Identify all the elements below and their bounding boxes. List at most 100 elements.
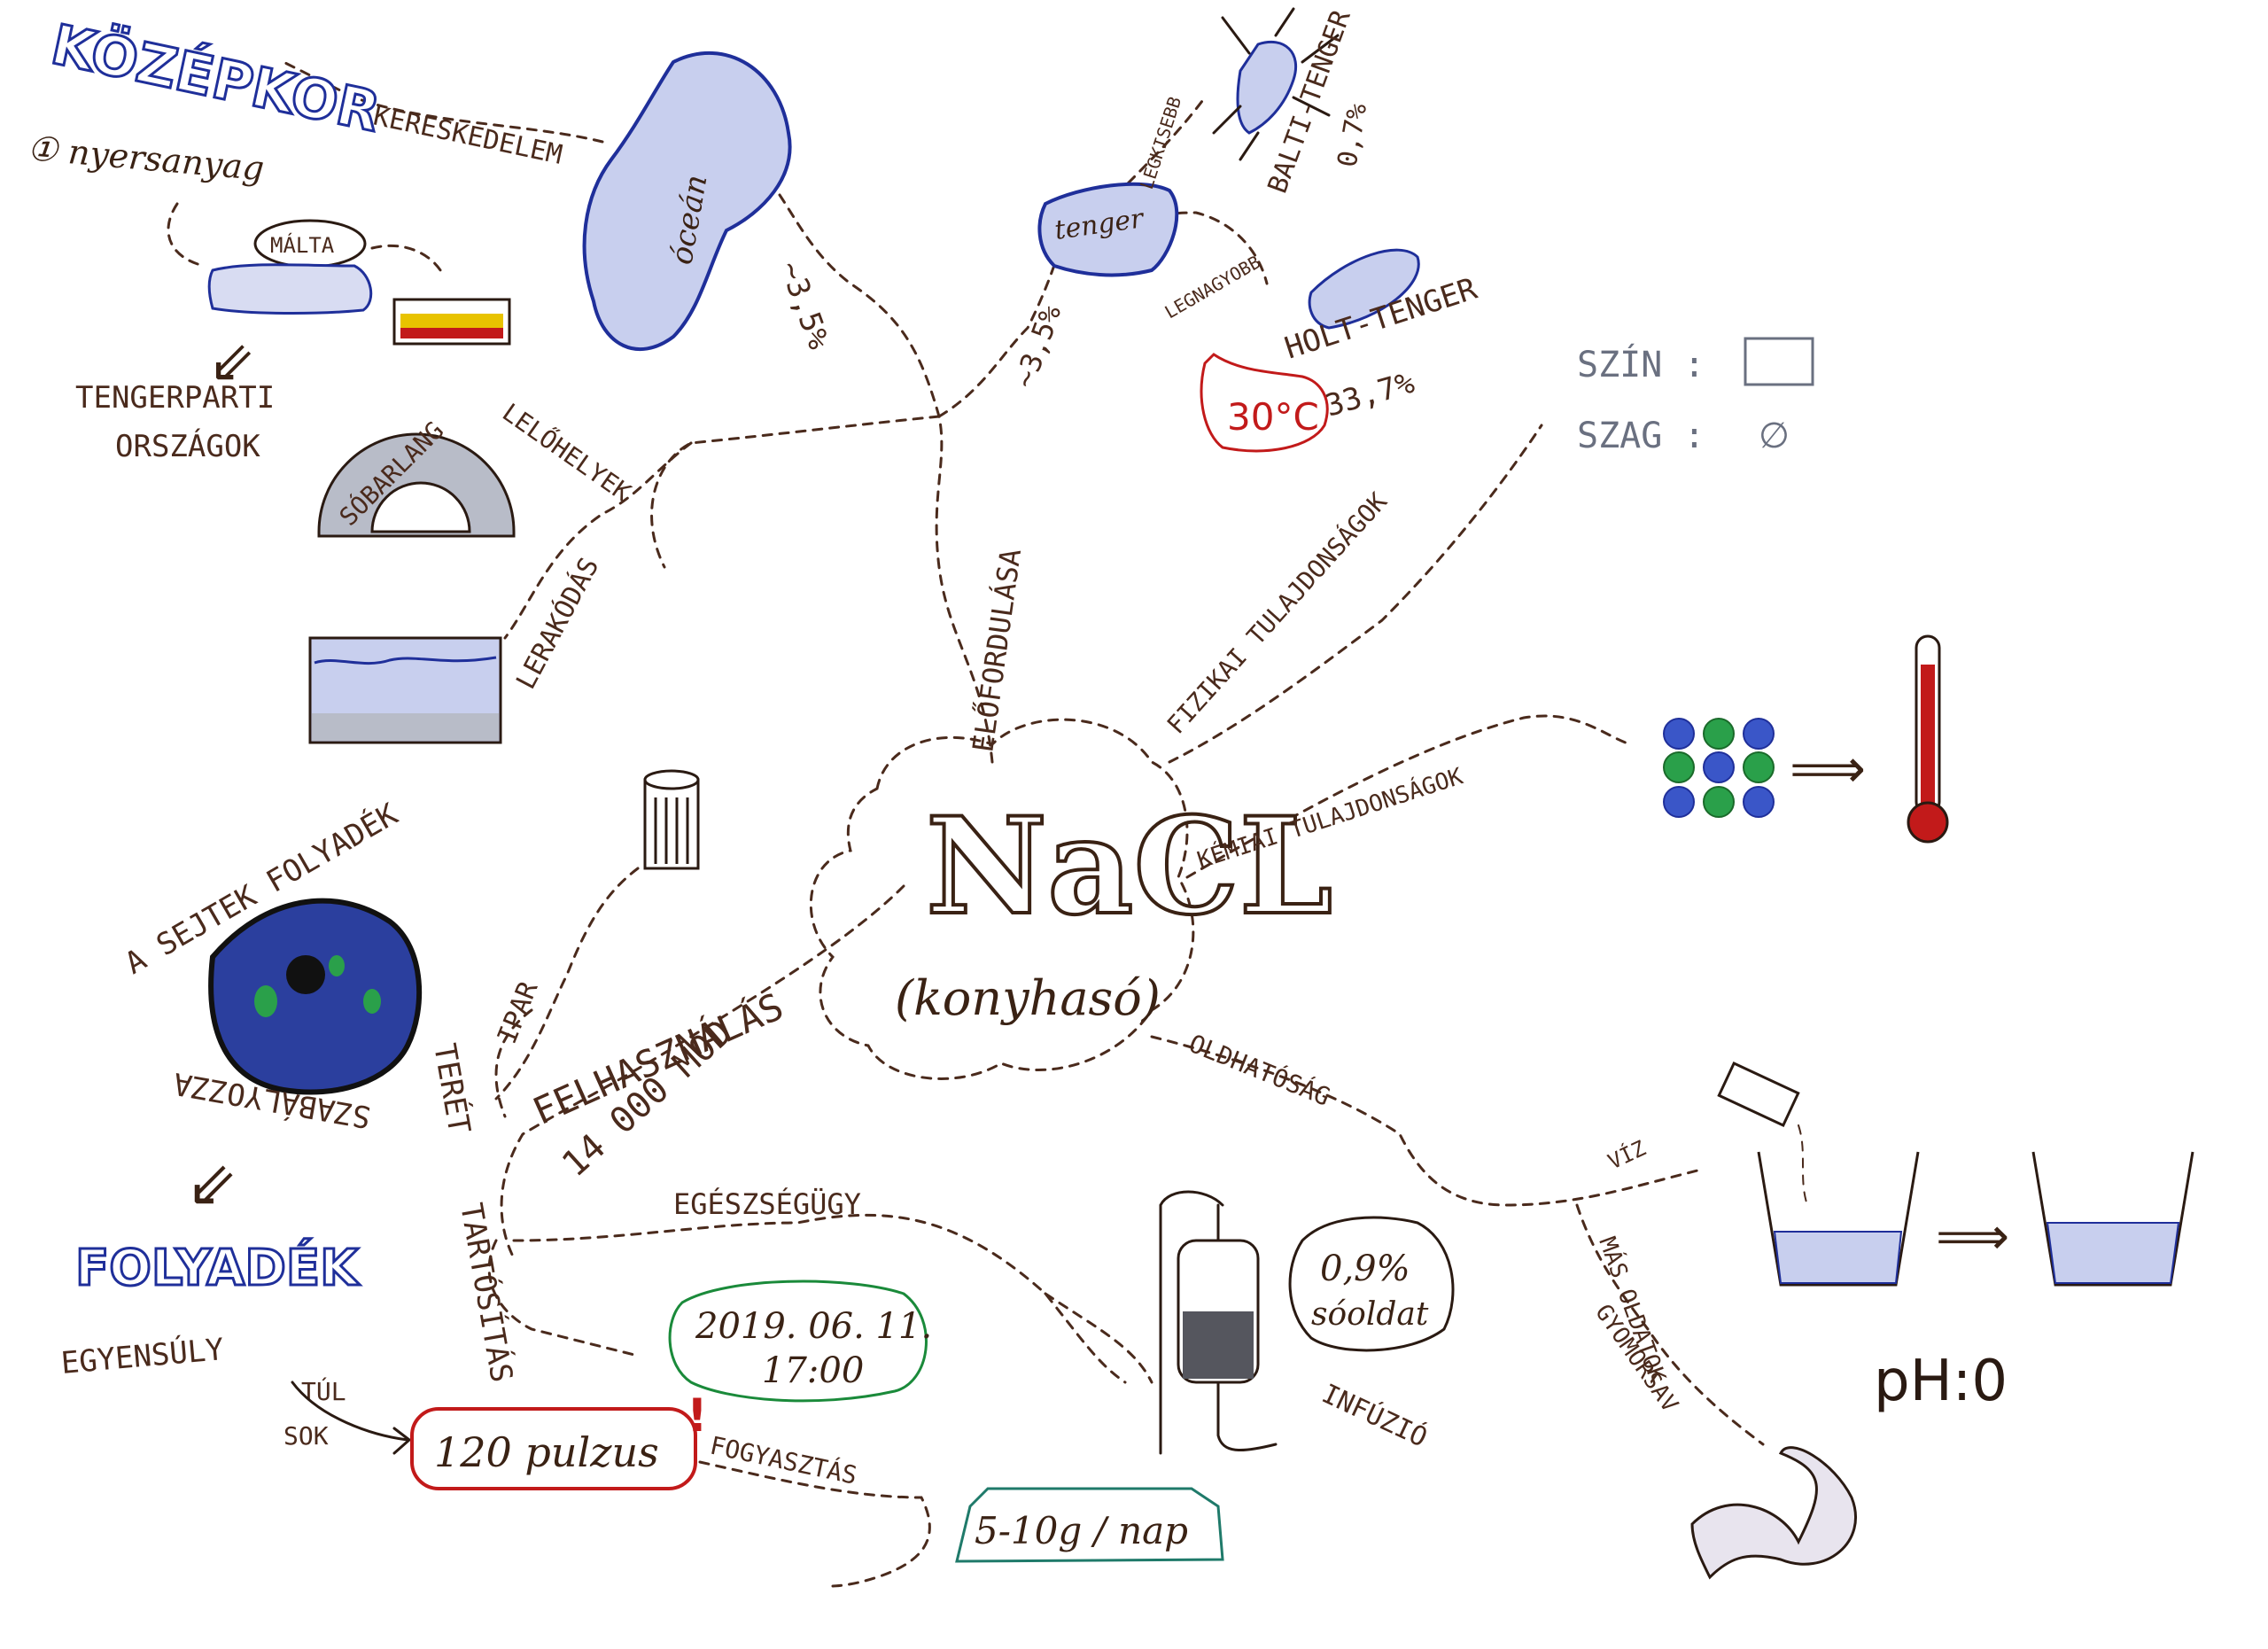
label-elofordulasa: ELŐFORDULÁSA bbox=[965, 547, 1028, 754]
label-viz: VÍZ bbox=[1604, 1135, 1650, 1175]
arrow-right-icon: ⟹ bbox=[1790, 738, 1866, 800]
connector-elofordulas bbox=[935, 415, 994, 764]
date-value: 2019. 06. 11. bbox=[695, 1306, 932, 1347]
center-title: NaCL bbox=[926, 789, 1332, 945]
crystal-lattice-icon bbox=[1663, 718, 1775, 818]
center-node: NaCL (konyhasó) bbox=[809, 718, 1334, 1080]
ocean-shape-icon bbox=[582, 51, 792, 352]
solubility-section: VÍZ ⟹ pH:0 MÁS OLDATOK GYOMORSAV bbox=[1589, 1061, 2194, 1580]
flag-icon bbox=[392, 298, 511, 346]
date-bubble-outline bbox=[668, 1280, 928, 1403]
label-infuzio: INFÚZIÓ bbox=[1317, 1377, 1433, 1454]
label-sok: SOK bbox=[284, 1421, 329, 1451]
saline-label: sóoldat bbox=[1311, 1296, 1429, 1333]
fluid-section: FOLYADÉK EGYENSÚLY TÚL SOK 120 pulzus ! bbox=[59, 1238, 708, 1490]
occurrence-section: óceán ~3,5% tenger ~3,5% LEGKISEBB BALTI… bbox=[308, 5, 1481, 744]
history-title: KÖZÉPKOR bbox=[46, 12, 385, 144]
beaker-left-icon bbox=[1757, 1151, 1920, 1287]
baltic-sea-icon bbox=[1236, 40, 1298, 135]
holt-pct: 33,7% bbox=[1321, 365, 1418, 424]
connector-oldhatosag bbox=[1150, 1035, 1703, 1207]
physical-section: SZÍN : SZAG : ∅ bbox=[1577, 337, 1814, 456]
cell-nucleus-icon bbox=[286, 955, 325, 994]
dose-value: 5-10g / nap bbox=[975, 1509, 1188, 1552]
cell-organelle-icon bbox=[329, 955, 345, 976]
smell-value: ∅ bbox=[1759, 416, 1790, 456]
arrow-to-pulse-icon bbox=[291, 1381, 411, 1455]
smell-label: SZAG : bbox=[1577, 416, 1705, 456]
thermometer-icon bbox=[1907, 634, 1949, 844]
baltic-rivers-icon bbox=[1212, 7, 1340, 161]
temp-value: 30°C bbox=[1227, 395, 1319, 439]
label-legkisebb: LEGKISEBB bbox=[1136, 94, 1185, 191]
label-cell-b: TERÉT bbox=[426, 1040, 478, 1136]
sea-shape-icon bbox=[1037, 182, 1179, 277]
label-fizikai: FIZIKAI TULAJDONSÁGOK bbox=[1161, 486, 1393, 740]
connector-mas-oldatok bbox=[1575, 1203, 1765, 1446]
connector-fogyasztas bbox=[698, 1460, 931, 1588]
chemical-section: ⟹ bbox=[1663, 634, 1949, 844]
cell-organelle-icon bbox=[254, 985, 277, 1017]
label-lerakodas: LERAKÓDÁS bbox=[509, 552, 605, 695]
label-orszagok: ORSZÁGOK bbox=[115, 428, 260, 464]
arrow-down-left-icon: ⇙ bbox=[208, 330, 256, 395]
cell-shape-icon bbox=[208, 898, 423, 1095]
label-malta: MÁLTA bbox=[270, 232, 335, 258]
connector-cell bbox=[494, 1008, 533, 1118]
saline-pct: 0,9% bbox=[1320, 1248, 1410, 1289]
arrow-right-2-icon: ⟹ bbox=[1936, 1206, 2009, 1266]
label-ipar: IPAR bbox=[492, 976, 545, 1048]
label-kereskedelem: KERESKEDELEM bbox=[370, 101, 564, 171]
label-lelohelyek: LELŐHELYEK bbox=[497, 397, 637, 508]
saline-cloud-outline bbox=[1288, 1216, 1455, 1352]
connector-fizikai bbox=[1168, 424, 1543, 764]
cell-organelle-icon bbox=[363, 989, 381, 1014]
connector-history bbox=[282, 60, 604, 144]
time-value: 17:00 bbox=[762, 1350, 864, 1391]
center-subtitle: (konyhasó) bbox=[895, 970, 1161, 1026]
dead-sea-icon bbox=[1308, 248, 1420, 330]
label-egyensuly: EGYENSÚLY bbox=[59, 1331, 225, 1381]
ph-label: pH:0 bbox=[1874, 1349, 2008, 1414]
label-tengerparti: TENGERPARTI bbox=[75, 380, 275, 416]
cell-section: A SEJTEK FOLYADÉK TERÉT SZABÁLYOZZA ⇙ bbox=[119, 796, 478, 1220]
pulse-box-outline bbox=[410, 1407, 697, 1490]
beaker-right-icon bbox=[2031, 1151, 2194, 1287]
label-tartositas: TARTÓSÍTÁS bbox=[453, 1200, 520, 1385]
salt-shaker-icon bbox=[643, 769, 700, 870]
sediment-layers-icon bbox=[308, 636, 502, 744]
ocean-pct: ~3,5% bbox=[773, 256, 837, 354]
fluid-title: FOLYADÉK bbox=[75, 1239, 361, 1297]
pulse-value: 120 pulzus bbox=[434, 1428, 659, 1476]
balti-pct: 0,7% bbox=[1332, 101, 1373, 169]
connector-occurrence-hub bbox=[650, 415, 941, 569]
salt-cave-icon bbox=[317, 432, 516, 538]
label-legnagyobb: LEGNAGYOBB bbox=[1161, 251, 1264, 323]
connector-lelohely bbox=[503, 441, 693, 640]
color-swatch-white bbox=[1744, 337, 1814, 386]
salt-shaker-pour-icon bbox=[1717, 1061, 1808, 1206]
history-item-1: ① nyersanyag bbox=[26, 128, 266, 188]
warning-icon: ! bbox=[687, 1389, 708, 1443]
history-section: KÖZÉPKOR ① nyersanyag MÁLTA ⇙ TENGERPART… bbox=[26, 11, 511, 464]
tenger-pct: ~3,5% bbox=[1007, 300, 1068, 393]
connector-ocean bbox=[778, 193, 941, 418]
infusion-bag-icon bbox=[1159, 1190, 1278, 1455]
notes-section: 2019. 06. 11. 17:00 5-10g / nap 0,9% sóo… bbox=[668, 1216, 1455, 1563]
label-egeszsegugy: EGÉSZSÉGÜGY bbox=[673, 1187, 861, 1221]
label-tul: TÚL bbox=[301, 1376, 346, 1406]
connector-malta bbox=[167, 202, 445, 276]
malta-land-icon bbox=[207, 263, 373, 315]
connector-lines bbox=[167, 60, 1765, 1588]
color-label: SZÍN : bbox=[1577, 343, 1705, 385]
connector-tartositas bbox=[487, 1239, 640, 1357]
connector-felhasznalas bbox=[500, 884, 905, 1260]
arrow-down-2-icon: ⇙ bbox=[186, 1147, 238, 1220]
dose-box-outline bbox=[955, 1487, 1224, 1563]
connector-ipar bbox=[494, 867, 640, 1101]
label-oldhatosag: OLDHATÓSÁG bbox=[1184, 1028, 1334, 1112]
connector-infuzio bbox=[1044, 1292, 1153, 1384]
center-cloud-outline bbox=[809, 718, 1195, 1080]
connector-kemiai bbox=[1185, 714, 1632, 879]
